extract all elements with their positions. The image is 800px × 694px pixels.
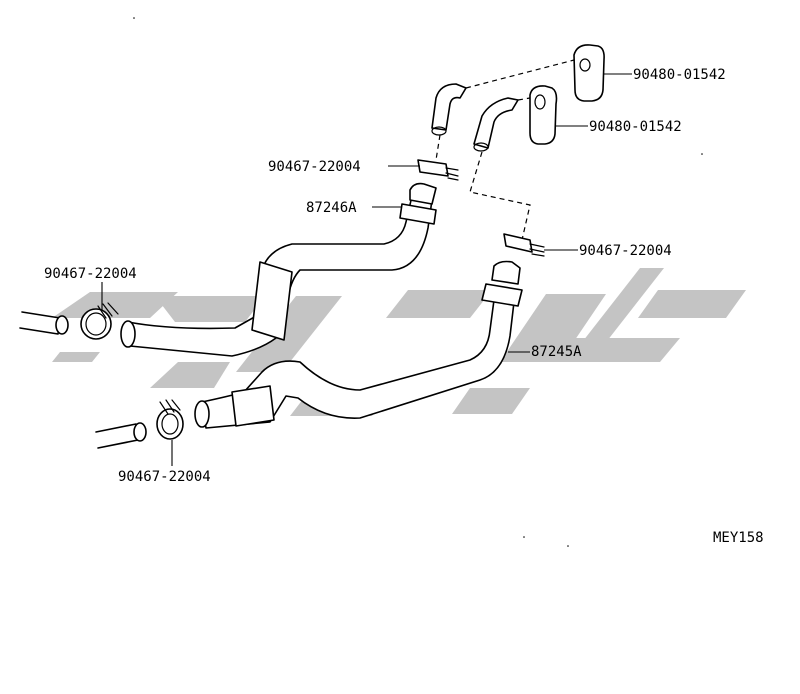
pipe-stub-lower (95, 422, 147, 449)
pipe-nipple-right (473, 97, 519, 152)
label-hose-87245a: 87245A (531, 344, 582, 360)
hose-87246a (120, 182, 437, 357)
diagram-code: MEY158 (713, 530, 764, 546)
watermark-logo (52, 268, 746, 416)
leader-lines (101, 73, 632, 466)
label-clamp-left-top: 90467-22004 (44, 266, 137, 282)
clamp-right (503, 233, 545, 257)
assembly-lines (435, 59, 575, 241)
label-clamp-right: 90467-22004 (579, 243, 672, 259)
grommet-upper (573, 44, 605, 102)
label-grommet-lower: 90480-01542 (589, 119, 682, 135)
clamp-left-top (80, 302, 119, 340)
clamp-left-bottom (156, 399, 184, 440)
label-clamp-upper-mid: 90467-22004 (268, 159, 361, 175)
clamp-upper-mid (417, 159, 459, 181)
label-clamp-left-bottom: 90467-22004 (118, 469, 211, 485)
label-grommet-upper: 90480-01542 (633, 67, 726, 83)
label-hose-87246a: 87246A (306, 200, 357, 216)
scan-specks (133, 17, 703, 547)
hose-87245a (194, 260, 523, 429)
grommet-lower (529, 85, 558, 145)
pipe-nipple-left (431, 83, 467, 136)
pipe-stub-upper (19, 311, 69, 335)
